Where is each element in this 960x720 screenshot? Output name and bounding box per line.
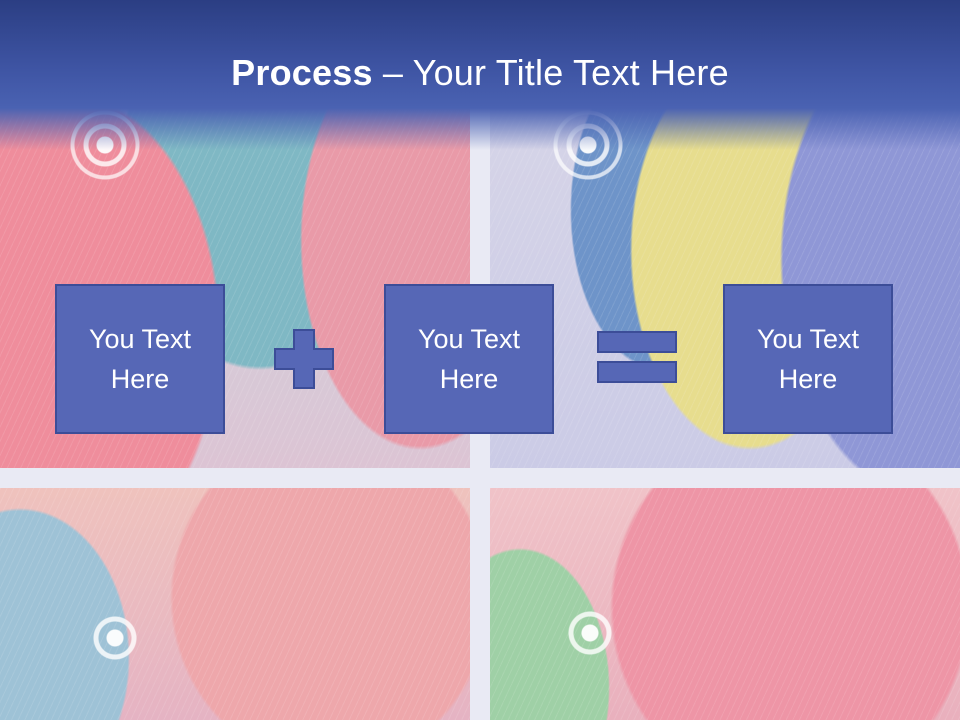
background-panel-bottom-right <box>490 488 960 720</box>
equals-icon <box>597 331 677 383</box>
process-box-3[interactable]: You Text Here <box>723 284 893 434</box>
title-rest: Your Title Text Here <box>412 52 729 93</box>
plus-icon <box>274 329 334 389</box>
background-panel-bottom-left <box>0 488 470 720</box>
slide-title[interactable]: Process – Your Title Text Here <box>0 52 960 94</box>
process-box-2[interactable]: You Text Here <box>384 284 554 434</box>
process-box-2-text: You Text Here <box>417 324 521 394</box>
process-box-3-text: You Text Here <box>756 324 860 394</box>
title-bold: Process <box>231 52 373 93</box>
process-box-1-text: You Text Here <box>88 324 192 394</box>
title-bar <box>0 0 960 150</box>
process-box-1[interactable]: You Text Here <box>55 284 225 434</box>
title-separator: – <box>372 52 413 93</box>
panel-divider-horizontal <box>0 468 960 488</box>
